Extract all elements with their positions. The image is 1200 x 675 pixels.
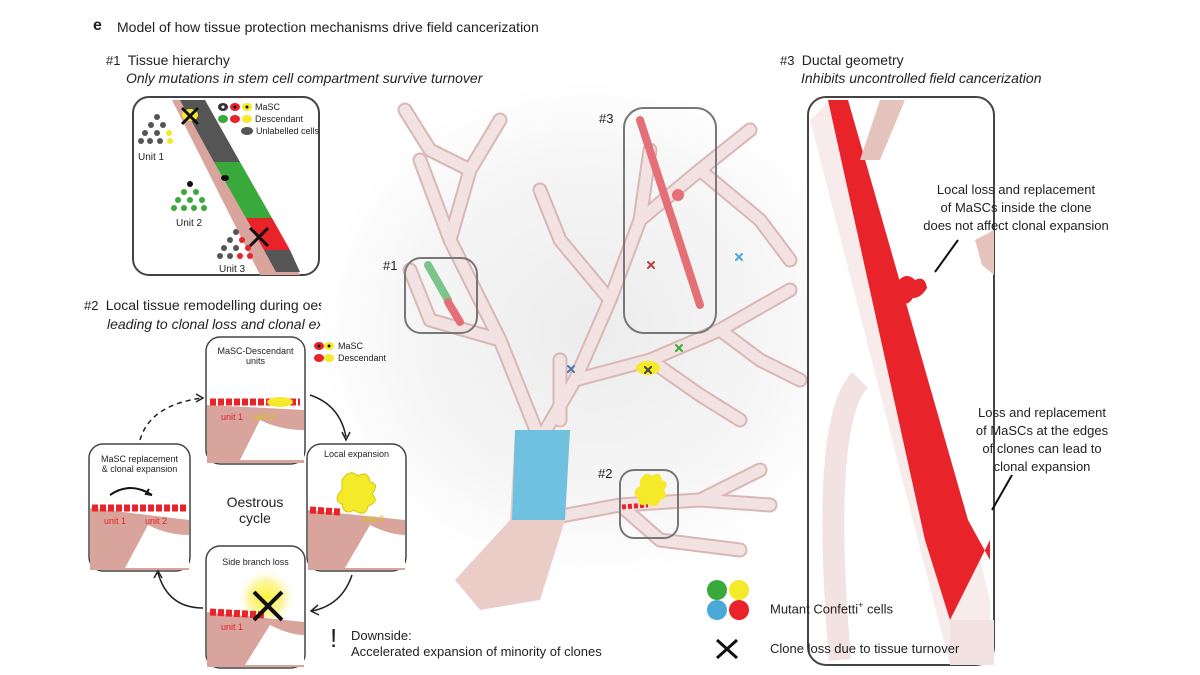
section3-inset (807, 96, 995, 666)
section2-stage-top (205, 336, 306, 465)
section1-green-stem-cell (221, 175, 229, 181)
section3-annotation-bottom: Loss and replacement of MaSCs at the edg… (975, 405, 1109, 474)
section1-heading: #1 Tissue hierarchy (106, 52, 230, 68)
section1-title: Tissue hierarchy (127, 52, 230, 68)
tree-green-clone (424, 261, 452, 304)
section1-legend-unlabelled: Unlabelled cells (256, 126, 320, 136)
downside-title: Downside: (351, 628, 412, 643)
section3-annotation-top: Local loss and replacement of MaSCs insi… (923, 182, 1109, 233)
tree-cross-marks (567, 253, 743, 374)
section1-cell-band-grey-bottom (264, 250, 300, 272)
tree-yellow-cluster (634, 473, 667, 507)
section2-legend-masc: MaSC (338, 341, 364, 351)
tree-box-1 (404, 257, 478, 334)
section2-bottom-unit1: unit 1 (221, 622, 244, 632)
section2-heading: #2 Local tissue remodelling during oestr… (84, 297, 392, 313)
section1-legend-masc: MaSC (255, 102, 281, 112)
section1-subtitle: Only mutations in stem cell compartment … (126, 70, 483, 86)
tree-box-2 (619, 469, 679, 539)
section1-unit3-label: Unit 3 (219, 264, 246, 275)
section2-number: #2 (84, 298, 99, 313)
section2-top-unit2: unit 2 (253, 412, 276, 422)
tree-box-3 (623, 107, 717, 334)
section1-cross-top (180, 106, 200, 126)
legend-confetti-suffix: cells (863, 601, 894, 617)
section2-arrow-top-right (309, 394, 347, 438)
section1-legend-dots (218, 103, 253, 135)
tree-label-2: #2 (598, 466, 613, 481)
section1-cross-bottom (248, 226, 270, 248)
section2-stage-right-label: Local expansion (323, 449, 390, 459)
tree-red-bud (672, 189, 684, 201)
section2-cycle-center: Oestrous cycle (226, 494, 284, 526)
section2-stage-left-label: MaSC replacement & clonal expansion (100, 454, 179, 474)
section2-title: Local tissue remodelling during oestrous… (105, 297, 393, 313)
section3-subtitle: Inhibits uncontrolled field cancerizatio… (801, 70, 1042, 86)
legend-confetti-label: Mutant Confetti+ cells (770, 600, 893, 616)
section3-number: #3 (780, 53, 795, 68)
section2-right-unit2: unit 2 (362, 514, 385, 524)
section1-number: #1 (106, 53, 121, 68)
mammary-tree (397, 102, 808, 558)
legend-confetti-text: Mutant Confetti (770, 601, 859, 617)
section2-stage-top-label: MaSC-Descendant units (217, 346, 294, 366)
section1-cell-band-red (246, 218, 290, 250)
legend-confetti-sup: + (858, 600, 864, 610)
tree-label-1: #1 (383, 258, 398, 273)
section2-stage-bottom-label: Side branch loss (222, 557, 289, 567)
tree-yellow-clone (636, 361, 660, 375)
legend-clone-loss-label: Clone loss due to tissue turnover (770, 641, 960, 656)
section3-title: Ductal geometry (801, 52, 904, 68)
tree-red-clone (636, 116, 704, 309)
section1-unit1-label: Unit 1 (138, 152, 165, 163)
duct-trunk-blue-segment (512, 430, 570, 520)
tree-label-3: #3 (599, 111, 614, 126)
section3-pointer-bottom (991, 474, 1013, 511)
section2-stage-bottom (205, 545, 306, 669)
section2-legend-descendant: Descendant (338, 353, 387, 363)
section2-subtitle: leading to clonal loss and clonal expans… (107, 316, 373, 332)
legend-confetti-cells (707, 580, 749, 620)
section2-arrow-bottom-left (157, 572, 204, 609)
section2-left-unit2: unit 2 (145, 516, 168, 526)
downside-text: Accelerated expansion of minority of clo… (351, 644, 602, 659)
section1-cell-band-green (214, 162, 272, 218)
tree-red-small-clone (444, 298, 464, 326)
tree-branch-2-clone (621, 502, 649, 510)
downside-mark: ! (330, 623, 338, 653)
section2-legend-dots (314, 342, 334, 362)
legend-clone-loss-cross (715, 638, 739, 660)
section2-stage-left (88, 443, 191, 572)
section2-arrow-left-top (139, 397, 203, 441)
section2-top-unit1: unit 1 (221, 412, 244, 422)
section1-pedigree-unit3 (217, 229, 253, 259)
panel-letter: e (93, 17, 102, 34)
section3-heading: #3 Ductal geometry (780, 52, 904, 68)
section2-stage-right (306, 443, 407, 572)
section1-pedigree-unit2 (171, 181, 207, 211)
section2-left-unit1: unit 1 (104, 516, 127, 526)
section1-unit2-label: Unit 2 (176, 218, 203, 229)
section1-pedigree-unit1 (138, 114, 173, 144)
section1-legend-descendant: Descendant (255, 114, 304, 124)
section2-arrow-right-bottom (311, 574, 353, 612)
figure-title: Model of how tissue protection mechanism… (117, 19, 539, 35)
section3-pointer-top (934, 239, 959, 273)
